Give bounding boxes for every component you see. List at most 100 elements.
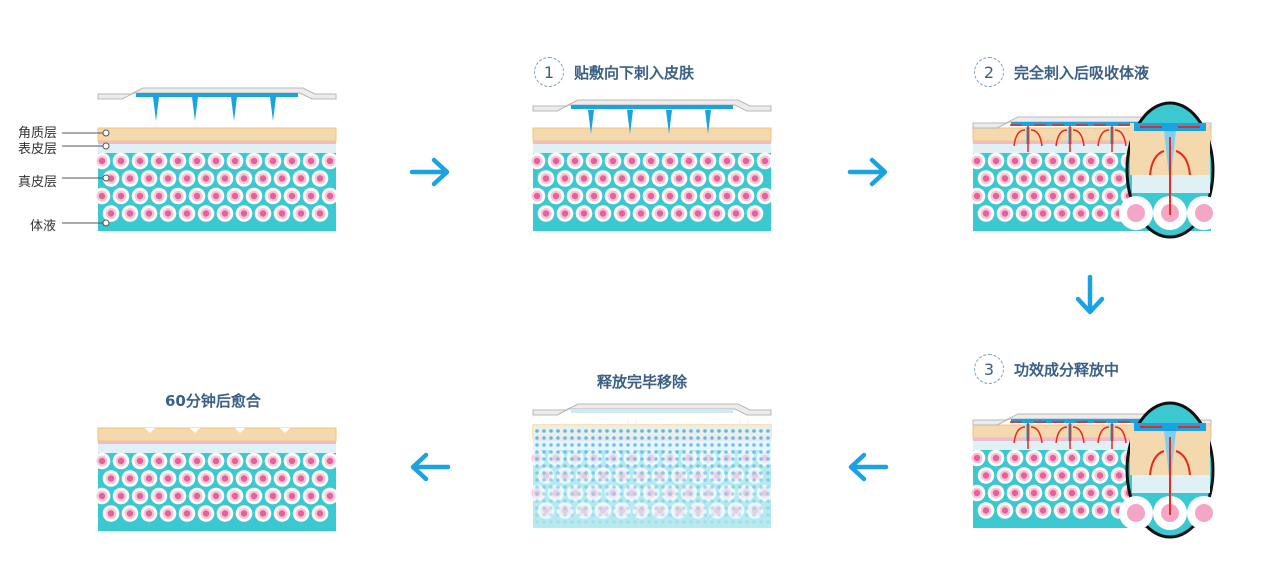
- cell-nucleus: [1058, 210, 1066, 217]
- drug-dot: [570, 471, 574, 475]
- drug-dot: [696, 436, 700, 440]
- cell-nucleus: [1030, 489, 1038, 497]
- drug-dot: [626, 436, 630, 440]
- cell-nucleus: [1011, 489, 1019, 497]
- cell-nucleus: [278, 475, 286, 482]
- label-leader-dot: [102, 129, 110, 137]
- drug-dot: [759, 471, 763, 475]
- drug-dot: [661, 478, 665, 482]
- cell-nucleus: [155, 457, 163, 465]
- cell-nucleus: [590, 157, 598, 165]
- step-2: 2 完全刺入后吸收体液: [974, 57, 1149, 87]
- cell-nucleus: [1077, 210, 1085, 217]
- drug-dot: [731, 436, 735, 440]
- magnified-arrow: [1175, 150, 1191, 176]
- drug-dot: [654, 520, 658, 524]
- cell-nucleus: [685, 192, 693, 200]
- cell-nucleus: [1106, 454, 1114, 462]
- cell-nucleus: [1030, 454, 1038, 462]
- drug-dot: [661, 499, 665, 503]
- drug-dot: [752, 492, 756, 496]
- drug-dot: [668, 520, 672, 524]
- drug-dot: [752, 520, 756, 524]
- drug-dot: [640, 485, 644, 489]
- drug-dot: [682, 492, 686, 496]
- drug-dot: [696, 520, 700, 524]
- microneedle: [270, 97, 276, 121]
- cell-nucleus: [155, 157, 163, 165]
- drug-dot: [633, 485, 637, 489]
- cell-nucleus: [259, 510, 267, 517]
- diffused-drug-dots: [535, 429, 770, 524]
- cell-nucleus: [1001, 472, 1009, 479]
- drug-dot: [563, 492, 567, 496]
- drug-dot: [703, 492, 707, 496]
- drug-dot: [626, 478, 630, 482]
- drug-dot: [605, 464, 609, 468]
- drug-dot: [577, 499, 581, 503]
- cell-nucleus: [202, 475, 210, 482]
- drug-dot: [654, 506, 658, 510]
- drug-dot: [591, 520, 595, 524]
- drug-dot: [640, 436, 644, 440]
- drug-dot: [549, 457, 553, 461]
- cell-nucleus: [675, 175, 683, 182]
- cell-nucleus: [307, 192, 315, 200]
- drug-dot: [752, 513, 756, 517]
- drug-dot: [577, 436, 581, 440]
- drug-dot: [745, 513, 749, 517]
- drug-dot: [738, 443, 742, 447]
- drug-dot: [640, 429, 644, 433]
- drug-dot: [647, 499, 651, 503]
- drug-dot: [640, 478, 644, 482]
- drug-dot: [577, 485, 581, 489]
- cell-nucleus: [973, 157, 981, 165]
- drug-dot: [647, 436, 651, 440]
- drug-dot: [535, 457, 539, 461]
- drug-dot: [535, 506, 539, 510]
- drug-dot: [696, 478, 700, 482]
- basal-line: [533, 141, 771, 144]
- cell-nucleus: [1068, 157, 1076, 165]
- cell-nucleus: [618, 175, 626, 182]
- cell-nucleus: [628, 157, 636, 165]
- drug-dot: [633, 471, 637, 475]
- absorption-arrow: [1055, 426, 1068, 444]
- drug-dot: [682, 520, 686, 524]
- drug-dot: [724, 429, 728, 433]
- drug-dot: [759, 457, 763, 461]
- drug-dot: [626, 443, 630, 447]
- drug-dot: [766, 443, 770, 447]
- drug-dot: [570, 492, 574, 496]
- drug-dot: [724, 443, 728, 447]
- drug-dot: [654, 499, 658, 503]
- label-body-fluid: 体液: [30, 219, 57, 234]
- cell-nucleus: [1020, 507, 1028, 514]
- drug-dot: [535, 492, 539, 496]
- cell-nucleus: [250, 457, 258, 465]
- cell-nucleus: [98, 157, 106, 165]
- drug-dot: [577, 450, 581, 454]
- drug-dot: [591, 513, 595, 517]
- cell-nucleus: [231, 192, 239, 200]
- drug-dot: [738, 457, 742, 461]
- cell-nucleus: [751, 175, 759, 182]
- cell-nucleus: [174, 157, 182, 165]
- drug-dot: [605, 471, 609, 475]
- cell-nucleus: [542, 210, 550, 217]
- drug-dot: [731, 471, 735, 475]
- drug-dot: [633, 492, 637, 496]
- drug-dot: [584, 436, 588, 440]
- drug-dot: [703, 471, 707, 475]
- drug-dot: [640, 443, 644, 447]
- cell-nucleus: [1115, 472, 1123, 479]
- drug-dot: [542, 485, 546, 489]
- drug-dot: [696, 499, 700, 503]
- drug-dot: [731, 513, 735, 517]
- drug-dot: [556, 464, 560, 468]
- drug-dot: [710, 492, 714, 496]
- drug-dot: [612, 436, 616, 440]
- cell-nucleus: [992, 489, 1000, 497]
- drug-dot: [535, 443, 539, 447]
- drug-dot: [549, 436, 553, 440]
